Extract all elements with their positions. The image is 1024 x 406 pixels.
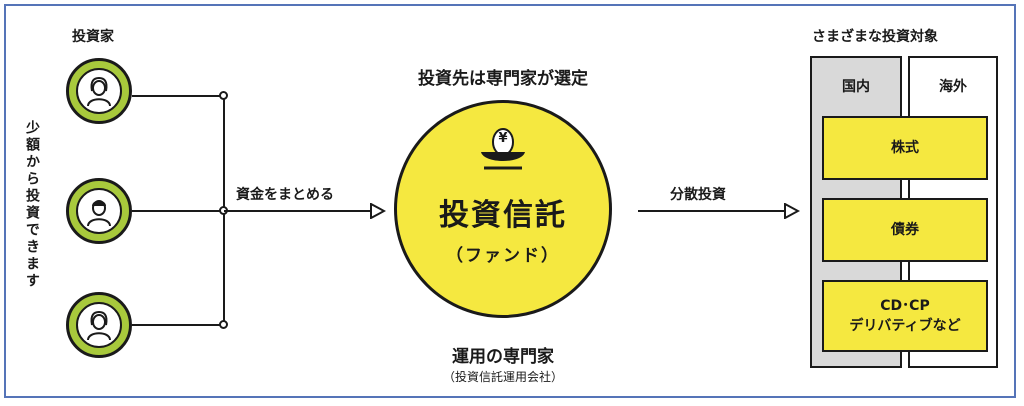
collect-arrow-head <box>370 202 387 223</box>
distribute-arrow-head <box>784 202 801 223</box>
domestic-label: 国内 <box>842 79 870 95</box>
female-person-icon <box>76 68 122 114</box>
distribute-label: 分散投資 <box>670 187 726 203</box>
yen-symbol: ¥ <box>498 131 508 146</box>
money-bowl-icon <box>478 124 528 174</box>
investor-avatar-2 <box>66 178 132 244</box>
female-person-icon <box>76 302 122 348</box>
asset-stocks: 株式 <box>822 116 988 180</box>
asset-label: CD･CP <box>880 298 930 314</box>
connector-line <box>132 210 224 212</box>
fund-name: 投資信託 <box>439 198 567 233</box>
fund-top-caption: 投資先は専門家が選定 <box>418 69 588 89</box>
asset-cd-cp-derivatives: CD･CP デリバティブなど <box>822 280 988 352</box>
investment-targets-box: 国内 海外 株式 債券 CD･CP デリバティブなど <box>810 56 998 368</box>
asset-label-line2: デリバティブなど <box>849 318 961 334</box>
investor-avatar-3 <box>66 292 132 358</box>
connector-dot <box>219 320 228 329</box>
investor-avatar-1 <box>66 58 132 124</box>
targets-title: さまざまな投資対象 <box>812 29 938 45</box>
connector-line <box>132 324 224 326</box>
asset-label: 株式 <box>891 140 919 156</box>
asset-label: 債券 <box>891 222 919 238</box>
collect-label: 資金をまとめる <box>236 187 334 203</box>
manager-subtitle: （投資信託運用会社） <box>442 370 563 384</box>
connector-dot <box>219 91 228 100</box>
male-person-icon <box>76 188 122 234</box>
connector-line <box>132 95 224 97</box>
collect-arrow-line <box>224 210 374 212</box>
investors-title: 投資家 <box>72 29 114 45</box>
manager-title: 運用の専門家 <box>452 347 554 367</box>
fund-subname: （ファンド） <box>446 246 560 266</box>
small-amount-note: 少額から投資できます <box>24 120 40 290</box>
overseas-label: 海外 <box>939 79 967 95</box>
asset-bonds: 債券 <box>822 198 988 262</box>
distribute-arrow-line <box>638 210 788 212</box>
